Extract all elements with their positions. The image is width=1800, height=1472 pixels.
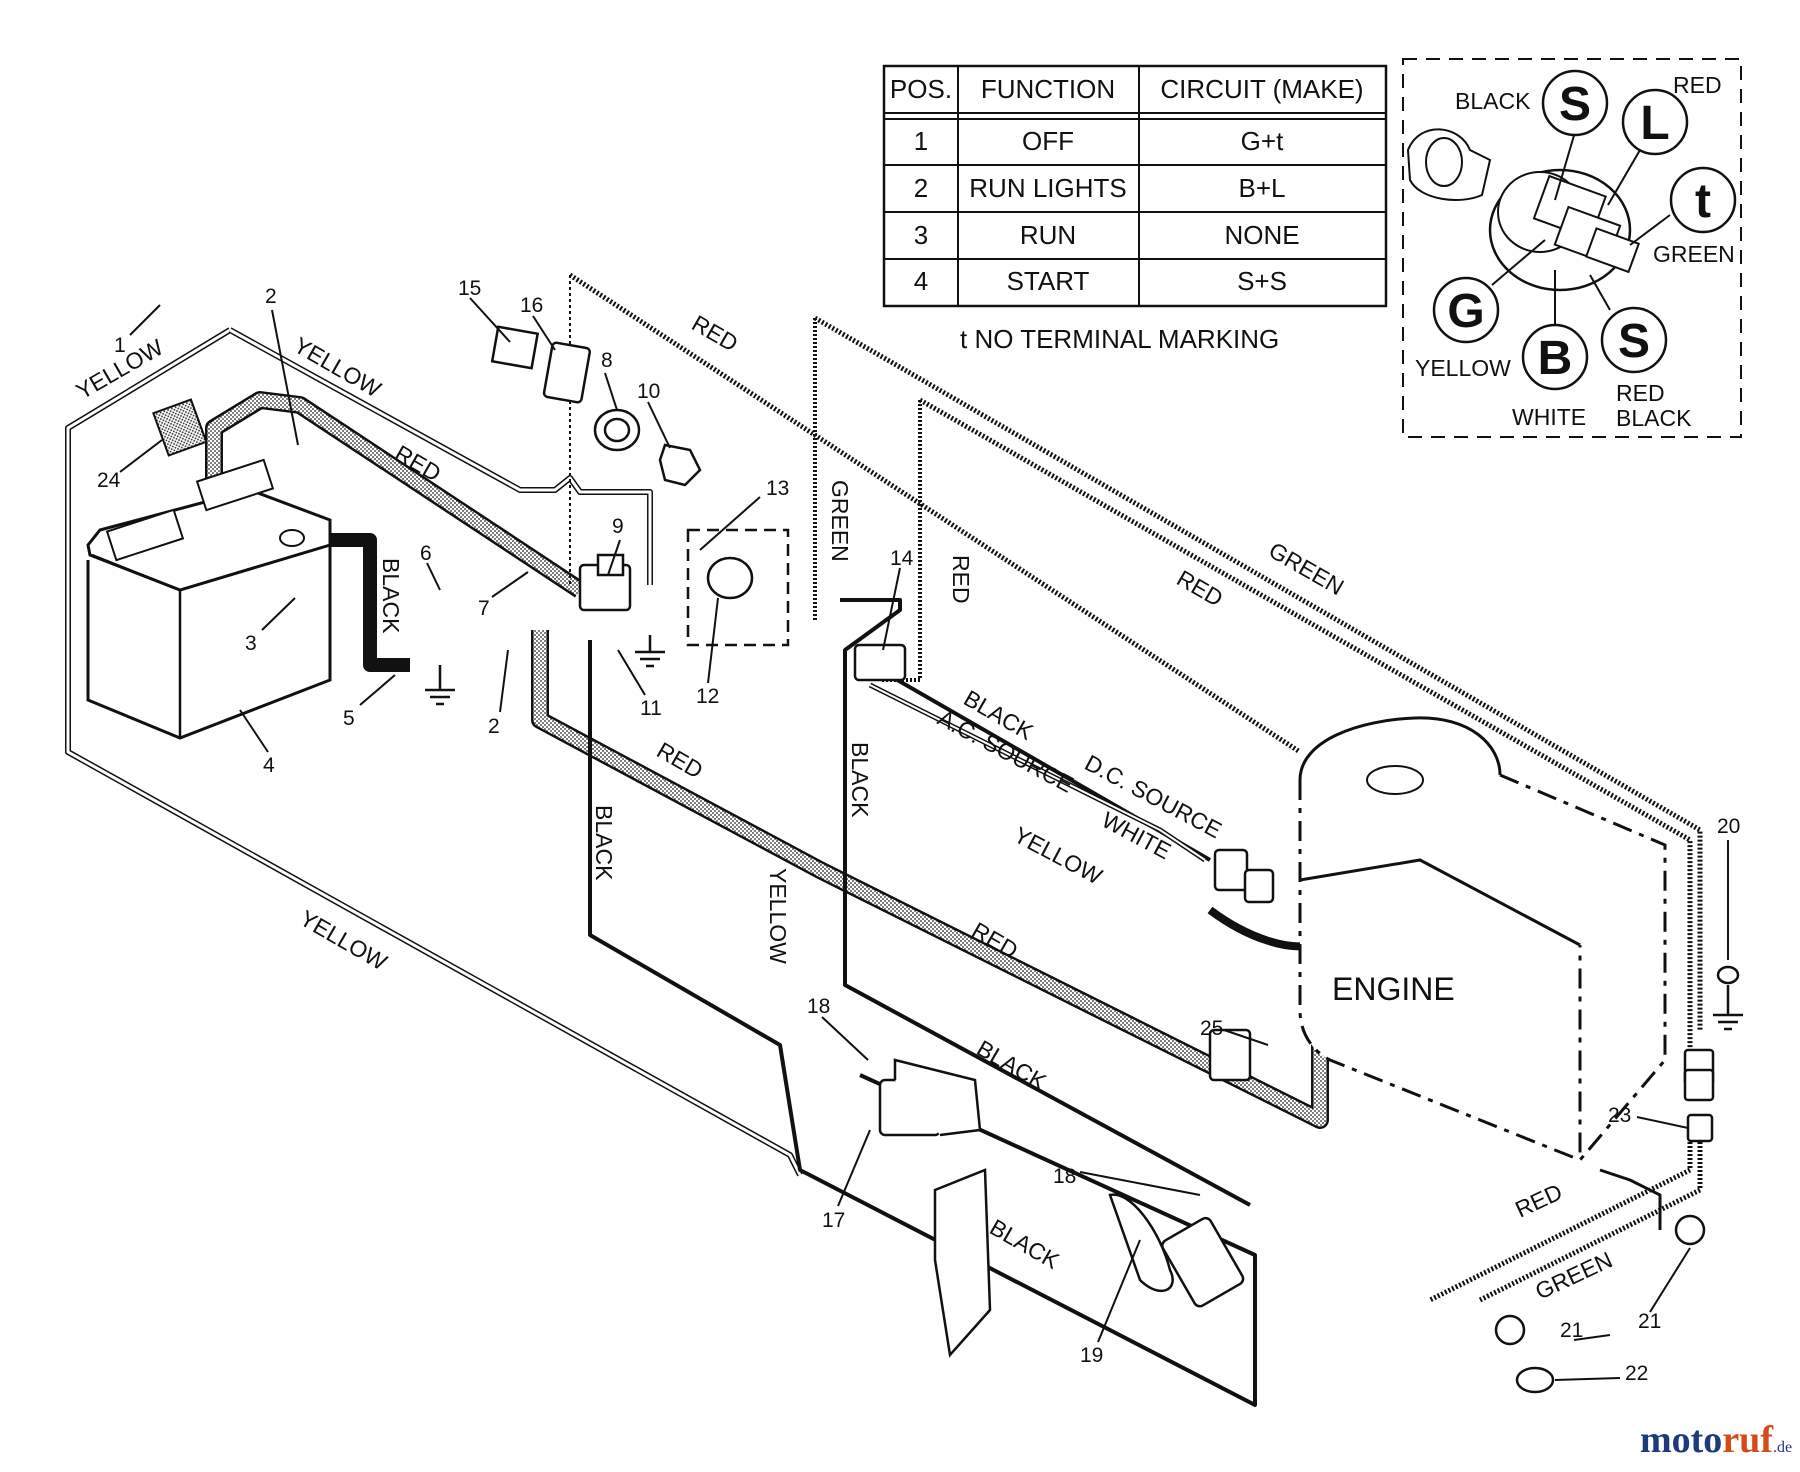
wire-label-green: GREEN: [1531, 1246, 1616, 1304]
wire-label-black: BLACK: [973, 1035, 1052, 1096]
watermark-part-b: ruf: [1722, 1419, 1774, 1461]
table-cell: S+S: [1237, 266, 1287, 296]
inset-wire-red-2: RED: [1616, 380, 1665, 406]
key-switch-inset: S L t G B S BLACK RED GREEN YELLOW WHITE…: [1402, 58, 1742, 438]
components: [490, 325, 1740, 1394]
part-number: 1: [114, 334, 126, 357]
part-number: 9: [612, 515, 624, 538]
wire-label-black: BLACK: [591, 805, 617, 881]
inset-wire-black: BLACK: [1455, 88, 1531, 114]
part-number: 15: [458, 277, 481, 300]
table-header-pos: POS.: [890, 74, 952, 104]
part-number: 13: [766, 477, 789, 500]
part-number: 5: [343, 707, 355, 730]
wire-label-red: RED: [688, 310, 743, 357]
wire-label-red: RED: [1511, 1178, 1566, 1222]
table-cell: 1: [914, 126, 928, 156]
part-number: 7: [478, 597, 490, 620]
part-number: 18: [1053, 1165, 1076, 1188]
table-cell: 4: [914, 266, 928, 296]
terminal-t: t: [1695, 175, 1711, 228]
table-cell: 3: [914, 220, 928, 250]
part-number: 2: [488, 715, 500, 738]
wire-label-black: BLACK: [986, 1214, 1065, 1275]
wire-label-black: BLACK: [378, 558, 404, 634]
part-number: 17: [822, 1209, 845, 1232]
watermark: motoruf.de: [1640, 1419, 1792, 1461]
watermark-part-c: .de: [1773, 1439, 1792, 1456]
leader-lines: [119, 297, 1729, 1381]
wire-label-red: RED: [948, 555, 974, 604]
table-note: t NO TERMINAL MARKING: [960, 324, 1279, 354]
table-cell: G+t: [1241, 126, 1284, 156]
engine-label: ENGINE: [1332, 971, 1455, 1007]
part-number: 4: [263, 754, 275, 777]
part-number: 25: [1200, 1017, 1223, 1040]
terminal-g: G: [1447, 285, 1484, 338]
table-cell: START: [1007, 266, 1090, 296]
inset-wire-red: RED: [1673, 72, 1722, 98]
ground-symbols: [425, 635, 1743, 1031]
part-number: 16: [520, 294, 543, 317]
part-number: 21: [1638, 1310, 1661, 1333]
part-number: 21: [1560, 1319, 1583, 1342]
terminal-s-bottom: S: [1618, 315, 1650, 368]
part-number: 24: [97, 469, 121, 492]
part-number: 11: [640, 697, 662, 720]
inset-wire-yellow: YELLOW: [1415, 355, 1511, 381]
watermark-part-a: moto: [1640, 1419, 1722, 1461]
terminal-s-top: S: [1559, 78, 1591, 131]
wire-label-green: GREEN: [1265, 537, 1349, 600]
ignition-key-icon: [1406, 128, 1641, 292]
table-cell: OFF: [1022, 126, 1074, 156]
wire-label-black: BLACK: [847, 742, 873, 818]
terminal-l: L: [1640, 97, 1669, 150]
part-number: 12: [696, 685, 719, 708]
wire-harness: [65, 272, 1703, 1407]
part-number: 3: [245, 632, 257, 655]
table-cell: NONE: [1224, 220, 1299, 250]
inset-wire-black-2: BLACK: [1616, 405, 1692, 431]
part-number: 19: [1080, 1344, 1103, 1367]
part-number: 14: [890, 547, 914, 570]
table-cell: 2: [914, 173, 928, 203]
table-cell: RUN: [1020, 220, 1076, 250]
part-number: 20: [1717, 815, 1740, 838]
wire-label-yellow: YELLOW: [296, 905, 392, 976]
table-cell: B+L: [1239, 173, 1286, 203]
part-number: 8: [601, 349, 613, 372]
inset-wire-white: WHITE: [1512, 404, 1586, 430]
wire-label-yellow: YELLOW: [1010, 821, 1107, 889]
table-cell: RUN LIGHTS: [969, 173, 1126, 203]
wire-label-green: GREEN: [827, 480, 853, 562]
part-number: 23: [1608, 1104, 1631, 1127]
part-numbers: 1 2 2 3 4 5 6 7 8 9 10 11 12 13 14 15 16…: [97, 277, 1740, 1385]
part-number: 10: [637, 380, 660, 403]
part-number: 22: [1625, 1362, 1648, 1385]
switch-function-table: POS. FUNCTION CIRCUIT (MAKE) 1 OFF G+t 2…: [882, 64, 1388, 354]
inset-wire-green: GREEN: [1653, 241, 1735, 267]
svg-text:motoruf.de: motoruf.de: [1640, 1419, 1792, 1461]
part-number: 2: [265, 285, 277, 308]
table-header-circuit: CIRCUIT (MAKE): [1160, 74, 1363, 104]
wire-label-yellow: YELLOW: [765, 868, 791, 964]
terminal-b: B: [1538, 332, 1573, 385]
battery: [86, 398, 332, 740]
part-number: 18: [807, 995, 830, 1018]
part-number: 6: [420, 542, 432, 565]
table-header-function: FUNCTION: [981, 74, 1115, 104]
engine: ENGINE: [1298, 716, 1667, 1165]
